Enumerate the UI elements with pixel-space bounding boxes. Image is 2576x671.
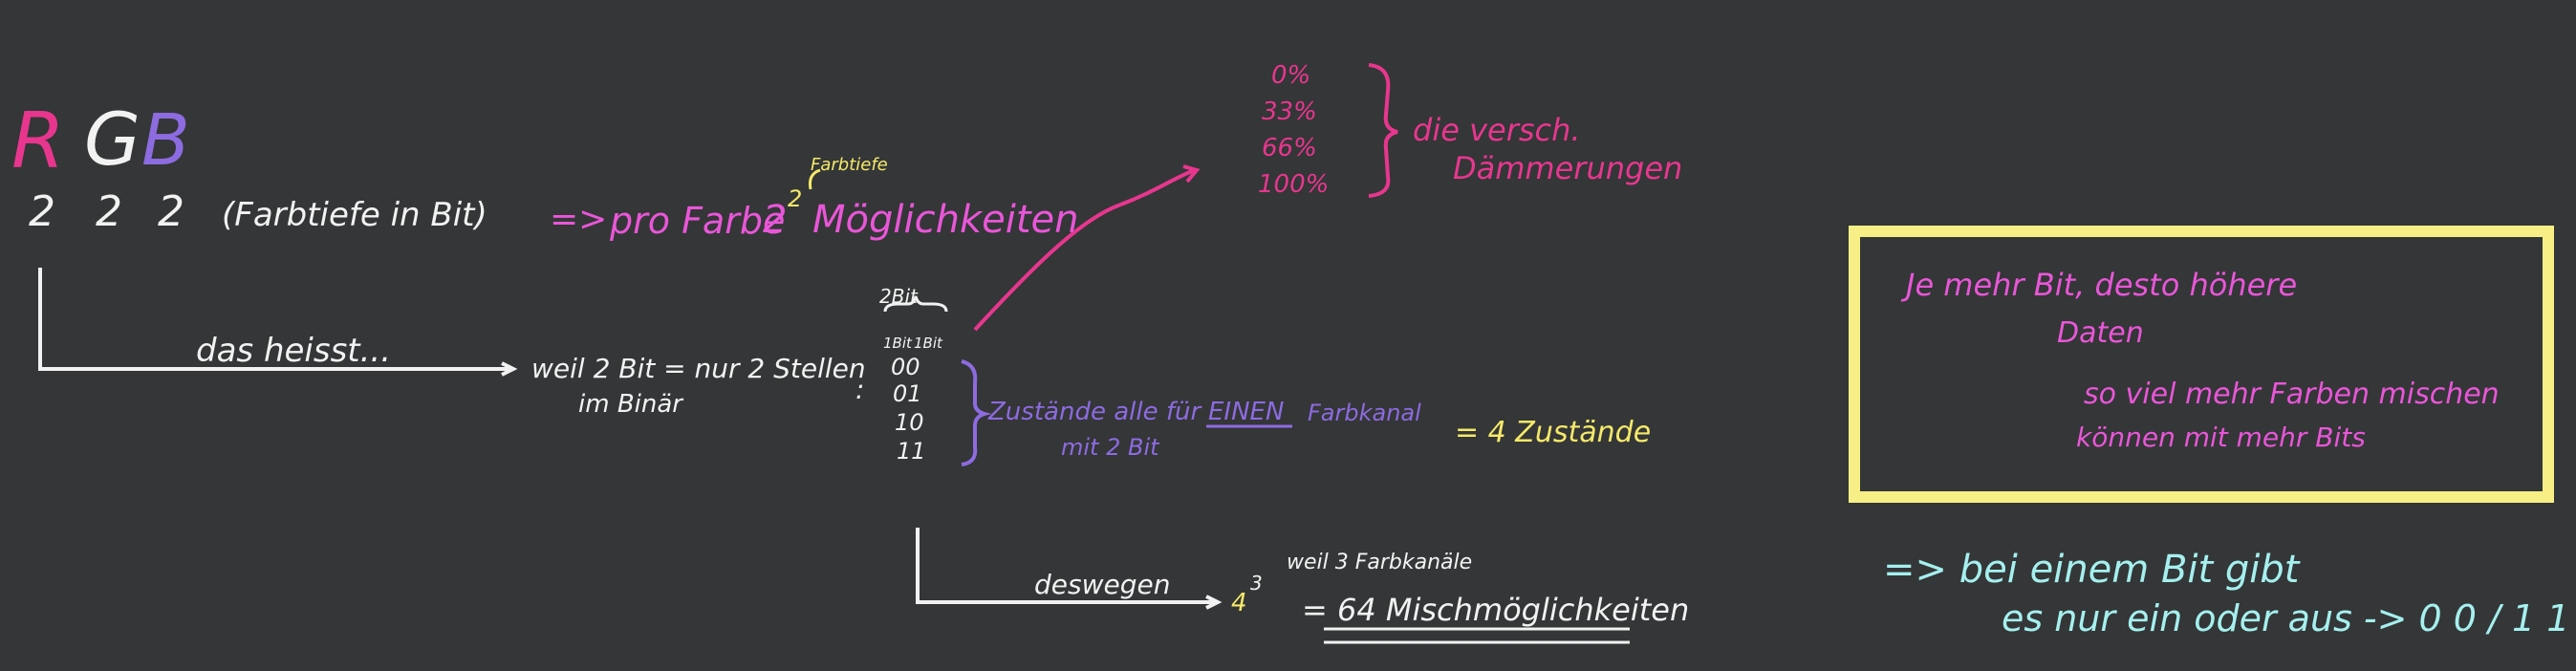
letter-g: G — [84, 97, 141, 182]
pink-arrow — [973, 168, 1196, 332]
percent-bracket — [1368, 63, 1398, 198]
farbtiefe-hook — [809, 168, 821, 190]
percent-0: 0% — [1271, 61, 1311, 90]
deswegen-arrow — [916, 528, 1216, 604]
binary-row-01: 01 — [893, 380, 922, 407]
zustaende-result: = 4 Zustände — [1455, 416, 1652, 449]
deswegen-arrowhead — [1205, 595, 1223, 610]
letter-r: R — [11, 97, 65, 185]
binary-row-10: 10 — [895, 409, 924, 436]
per-color-exp: 2 — [788, 185, 803, 212]
percent-33: 33% — [1262, 97, 1317, 126]
zustaende-line-1-em: EINEN — [1208, 398, 1285, 426]
depth-label: (Farbtiefe in Bit) — [222, 196, 487, 234]
das-heisst-label: das heisst... — [196, 332, 392, 370]
per-color-text: pro Farbe — [610, 200, 786, 242]
zustaende-line-1b: Farbkanal — [1308, 400, 1421, 426]
deswegen-exp: 3 — [1250, 572, 1263, 595]
das-heisst-arrowhead — [501, 361, 518, 377]
per-color-base: 2 — [763, 198, 788, 242]
weil-line-2: im Binär — [578, 390, 682, 419]
deswegen-result: = 64 Mischmöglichkeiten — [1302, 592, 1690, 628]
binary-sub-1: 1Bit — [883, 335, 912, 352]
depth-g: 2 — [96, 187, 122, 236]
letter-b: B — [141, 99, 190, 182]
weil-colon: : — [855, 374, 865, 405]
box-line-2: Daten — [2057, 316, 2144, 350]
weil-line-1: weil 2 Bit = nur 2 Stellen — [531, 353, 866, 384]
bottom-note-line-2: es nur ein oder aus -> 0 0 / 1 1 — [2002, 597, 2570, 639]
percent-label-2: Dämmerungen — [1453, 150, 1683, 186]
bottom-note-line-1: => bei einem Bit gibt — [1883, 548, 2300, 592]
percent-label-1: die versch. — [1413, 112, 1581, 148]
binary-row-11: 11 — [897, 438, 926, 465]
zustaende-line-2: mit 2 Bit — [1061, 434, 1159, 461]
info-box — [1849, 226, 2554, 503]
deswegen-base: 4 — [1231, 589, 1247, 617]
binary-row-00: 00 — [891, 354, 920, 380]
percent-66: 66% — [1262, 134, 1317, 162]
deswegen-label: deswegen — [1034, 569, 1171, 600]
box-line-3: so viel mehr Farben mischen — [2084, 378, 2500, 411]
deswegen-annotation: weil 3 Farbkanäle — [1287, 551, 1473, 574]
zustaende-bracket — [961, 359, 992, 466]
depth-b: 2 — [158, 187, 184, 236]
per-color-annotation: Farbtiefe — [811, 155, 888, 175]
two-bit-brace — [883, 295, 948, 313]
box-line-1: Je mehr Bit, desto höhere — [1906, 267, 2298, 303]
box-line-4: können mit mehr Bits — [2076, 422, 2366, 453]
depth-r: 2 — [29, 187, 55, 236]
binary-header: 2Bit — [879, 285, 918, 308]
pink-arrowhead — [1182, 164, 1201, 184]
percent-100: 100% — [1258, 170, 1330, 199]
binary-sub-2: 1Bit — [914, 335, 942, 352]
per-color-arrow: => — [550, 200, 608, 239]
per-color-result: Möglichkeiten — [812, 198, 1079, 242]
zustaende-line-1a: Zustände alle für — [988, 398, 1201, 426]
